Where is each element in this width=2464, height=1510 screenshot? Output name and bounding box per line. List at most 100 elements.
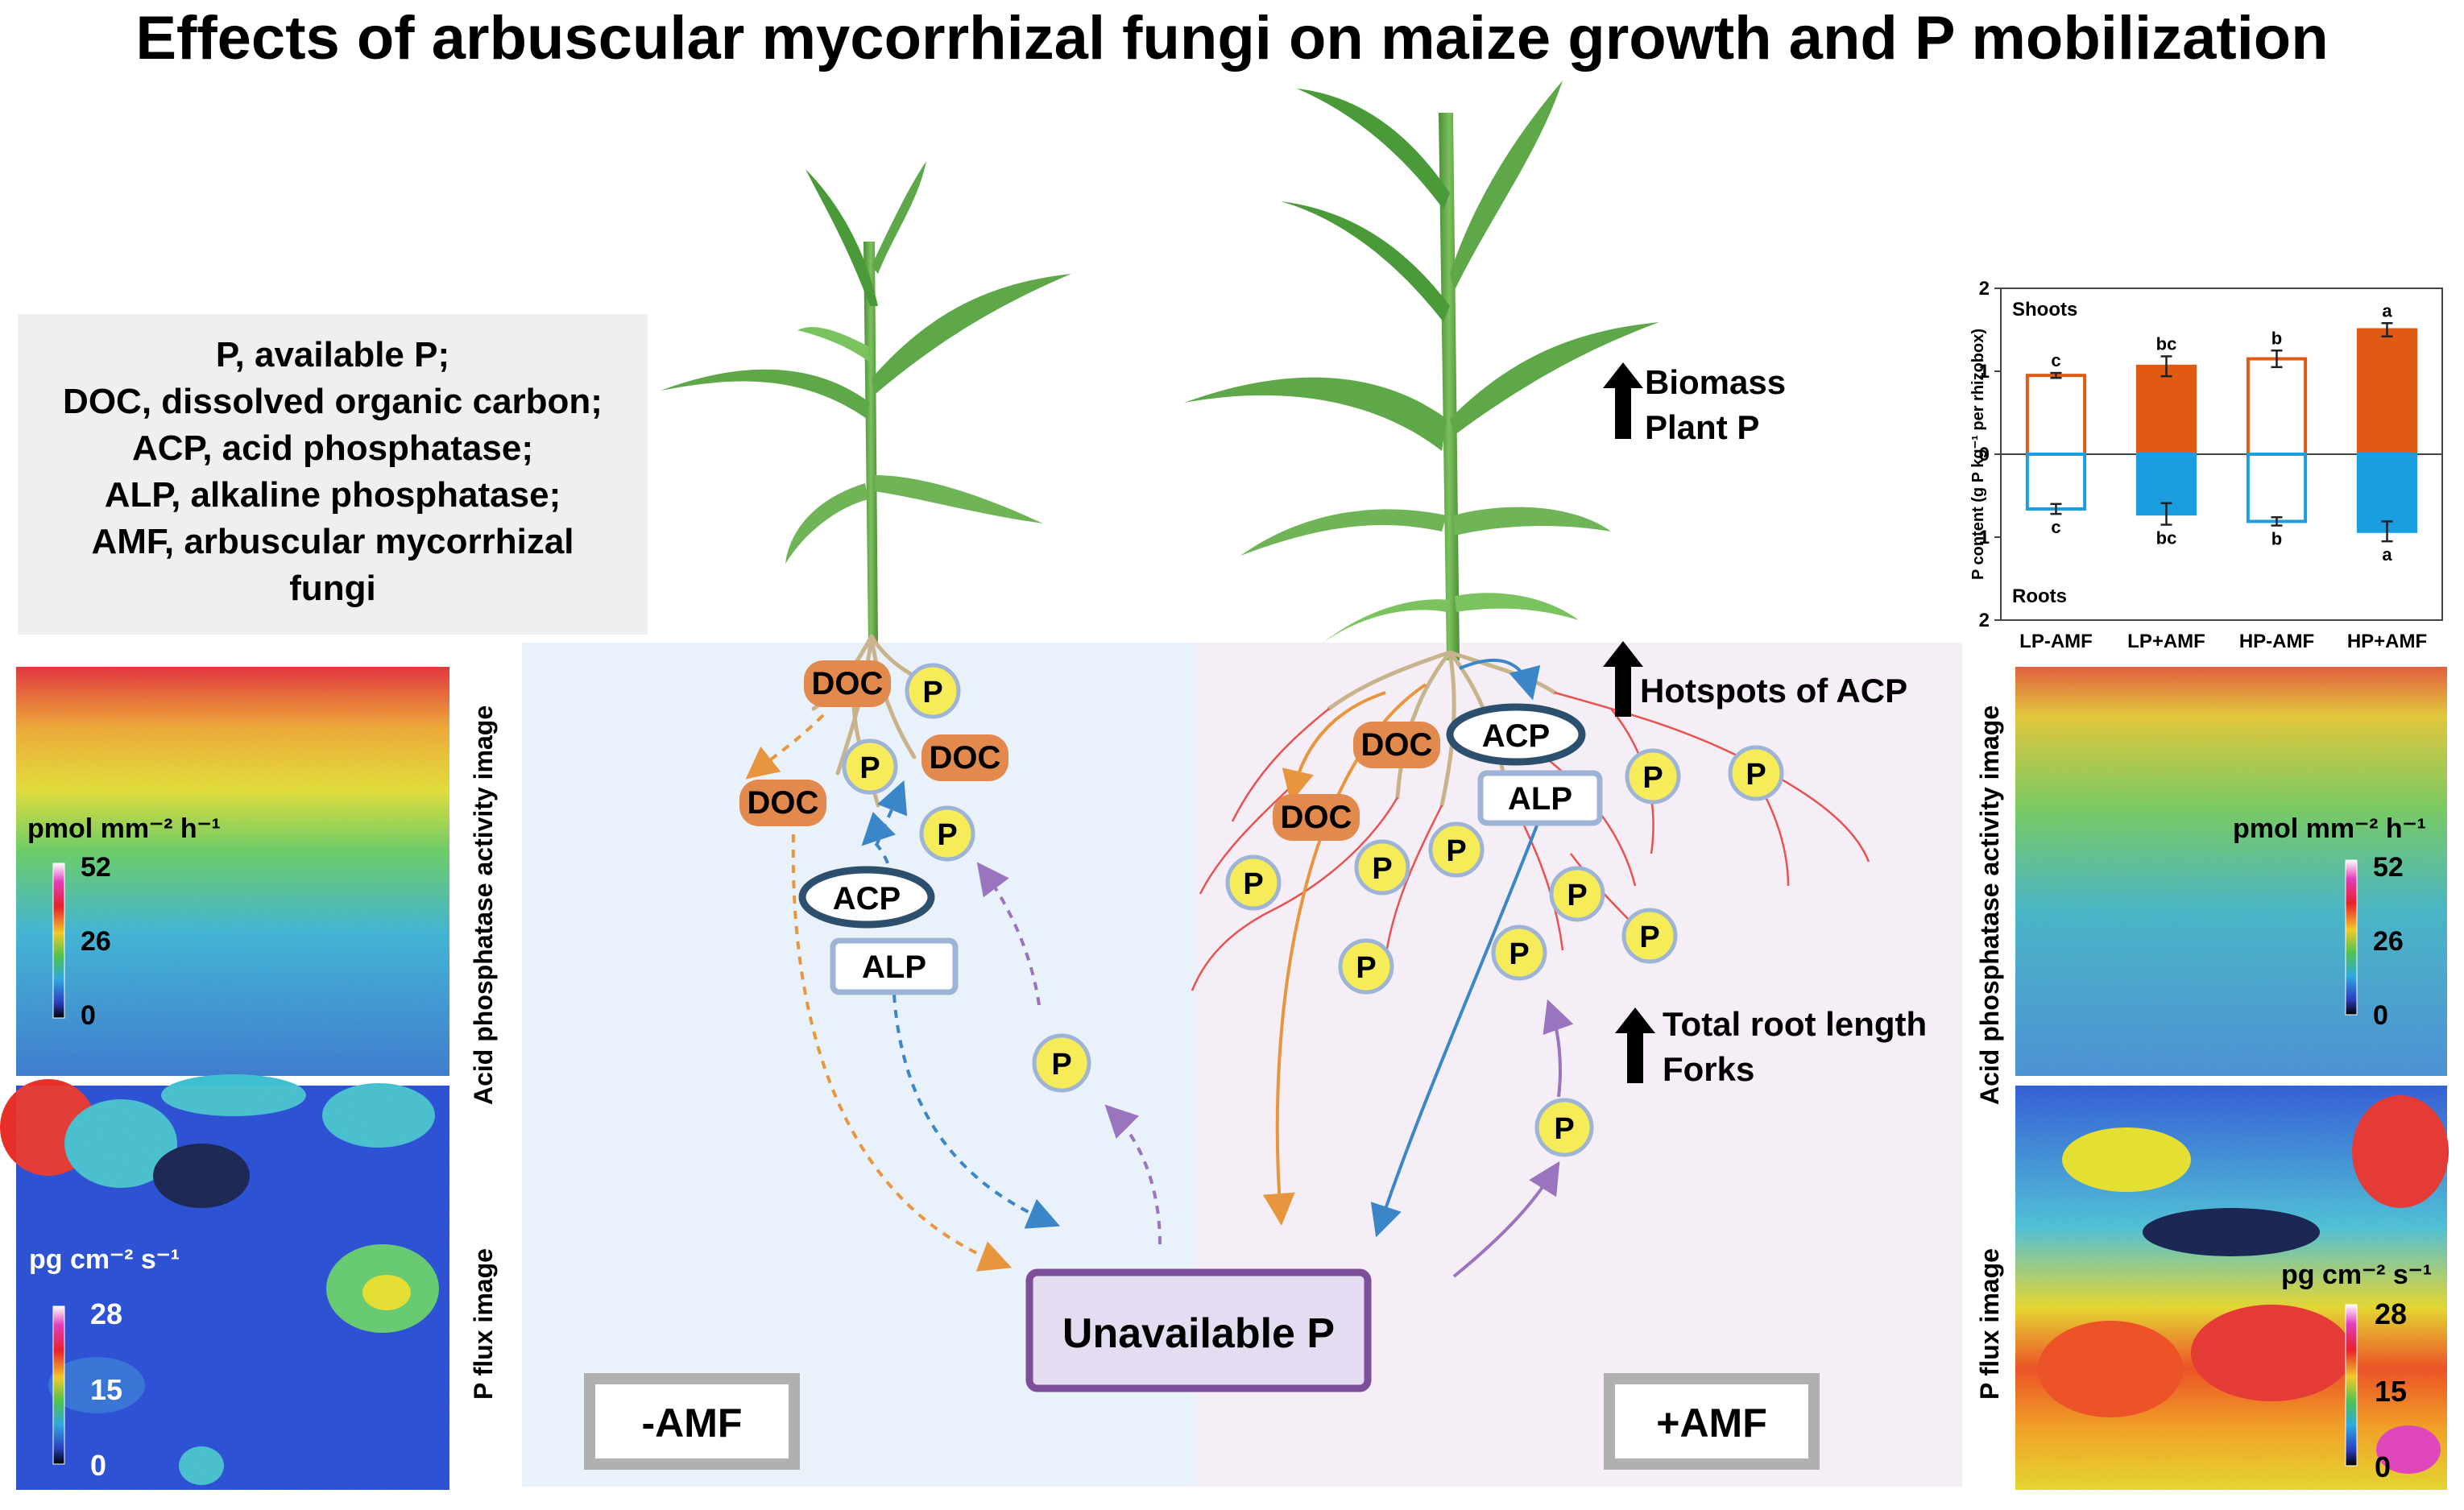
root-bar (2246, 453, 2308, 523)
acp-unit-left: pmol mm⁻² h⁻¹ (27, 813, 221, 844)
p-node: P (905, 663, 961, 719)
left-flux-image (0, 1074, 449, 1490)
p-node: P (1549, 866, 1605, 922)
acp-image-label-right: Acid phosphatase activity image (1975, 705, 2004, 1105)
acp-color-scale (52, 863, 65, 1019)
significance-letter: bc (2156, 528, 2177, 548)
p-node: P (1625, 748, 1681, 805)
significance-letter: a (2382, 544, 2392, 565)
callout-line: Forks (1663, 1050, 1755, 1088)
flux-image-label-right: P flux image (1975, 1248, 2004, 1400)
y-tick-label: 2 (1979, 610, 1990, 631)
significance-letter: b (2271, 529, 2282, 549)
shoot-bar (2246, 357, 2308, 456)
p-node: P (842, 738, 898, 795)
flux-tick-left: 28 (90, 1297, 122, 1330)
root-length-callout: Total root length Forks (1663, 1002, 1927, 1092)
svg-text:P: P (1639, 920, 1659, 954)
p-node: P (1621, 908, 1678, 964)
y-axis-label: P content (g P kg⁻¹ per rhizobox) (1969, 329, 1987, 580)
svg-text:DOC: DOC (1361, 727, 1433, 763)
svg-text:Unavailable P: Unavailable P (1062, 1310, 1335, 1357)
doc-node: DOC (921, 734, 1008, 781)
legend-line: AMF, arbuscular mycorrhizal (91, 522, 574, 561)
left-acp-image (16, 667, 449, 1076)
svg-text:P: P (859, 751, 880, 785)
p-node: P (1338, 938, 1394, 995)
shoot-bar (2135, 364, 2197, 457)
doc-node: DOC (739, 780, 826, 826)
acp-unit-right: pmol mm⁻² h⁻¹ (2233, 813, 2426, 844)
flux-color-scale (52, 1305, 65, 1465)
flux-image-label-left: P flux image (469, 1248, 498, 1400)
acp-tick-left: 26 (81, 926, 111, 957)
svg-text:DOC: DOC (930, 740, 1001, 776)
minus-amf-arrows (745, 714, 1162, 1272)
root-bar (2135, 453, 2197, 516)
acp-tick-right: 52 (2373, 852, 2404, 883)
series-label-shoots: Shoots (2012, 299, 2077, 321)
p-node: P (1491, 925, 1547, 981)
x-tick-label: LP-AMF (2019, 631, 2093, 652)
svg-text:P: P (1746, 758, 1766, 792)
flux-tick-right: 0 (2375, 1450, 2391, 1483)
x-tick-label: HP+AMF (2347, 631, 2427, 652)
x-tick-label: HP-AMF (2239, 631, 2314, 652)
svg-text:P: P (1509, 937, 1529, 971)
acp-node: ACP (1446, 703, 1586, 766)
acp-tick-left: 0 (81, 1000, 96, 1031)
svg-text:ACP: ACP (1482, 718, 1550, 754)
svg-text:P: P (1051, 1048, 1071, 1082)
acp-tick-right: 26 (2373, 926, 2404, 957)
svg-text:+AMF: +AMF (1656, 1400, 1767, 1446)
alp-node: ALP (830, 937, 959, 995)
shoot-bar (2356, 328, 2418, 456)
svg-text:P: P (1243, 867, 1263, 901)
svg-text:DOC: DOC (1281, 800, 1352, 835)
p-node: P (1354, 839, 1410, 896)
significance-letter: a (2382, 300, 2392, 321)
abbreviation-legend: P, available P; DOC, dissolved organic c… (18, 314, 648, 635)
legend-line: ACP, acid phosphatase; (132, 428, 533, 468)
increase-arrows (1603, 362, 1655, 1083)
significance-letter: b (2271, 328, 2282, 348)
svg-text:P: P (1356, 951, 1376, 985)
significance-letter: bc (2156, 333, 2177, 354)
legend-line: fungi (289, 569, 376, 608)
svg-text:P: P (1372, 852, 1392, 886)
p-node: P (1032, 1033, 1091, 1093)
callout-line: Plant P (1645, 408, 1760, 446)
flux-unit-right: pg cm⁻² s⁻¹ (2281, 1260, 2432, 1290)
right-acp-image (2015, 667, 2447, 1076)
minus-amf-label: -AMF (584, 1373, 800, 1470)
root-bar (2025, 453, 2087, 511)
svg-text:ACP: ACP (833, 881, 901, 916)
svg-text:P: P (937, 818, 957, 852)
plus-amf-label: +AMF (1604, 1373, 1820, 1470)
y-tick-label: 2 (1979, 278, 1990, 300)
acp-color-scale-right (2345, 859, 2358, 1016)
doc-node: DOC (1353, 722, 1440, 768)
acp-node: ACP (798, 866, 935, 929)
y-tick-label: 1 (1979, 527, 1990, 548)
alp-node: ALP (1477, 770, 1603, 826)
flux-tick-left: 0 (90, 1449, 106, 1482)
doc-node: DOC (1273, 794, 1360, 841)
legend-line: ALP, alkaline phosphatase; (104, 475, 561, 515)
legend-line: P, available P; (215, 335, 450, 374)
significance-letter: c (2051, 350, 2060, 370)
maize-plant-large (1184, 81, 1659, 660)
acp-tick-left: 52 (81, 852, 111, 883)
svg-text:ALP: ALP (862, 949, 926, 985)
svg-text:DOC: DOC (747, 785, 819, 821)
svg-text:DOC: DOC (812, 666, 884, 701)
doc-node: DOC (804, 660, 891, 707)
p-node: P (1534, 1098, 1594, 1157)
p-node: P (1428, 821, 1485, 878)
right-flux-image (2015, 1086, 2449, 1490)
svg-text:P: P (1642, 761, 1663, 795)
significance-letter: c (2051, 517, 2060, 537)
svg-text:P: P (1446, 834, 1466, 868)
